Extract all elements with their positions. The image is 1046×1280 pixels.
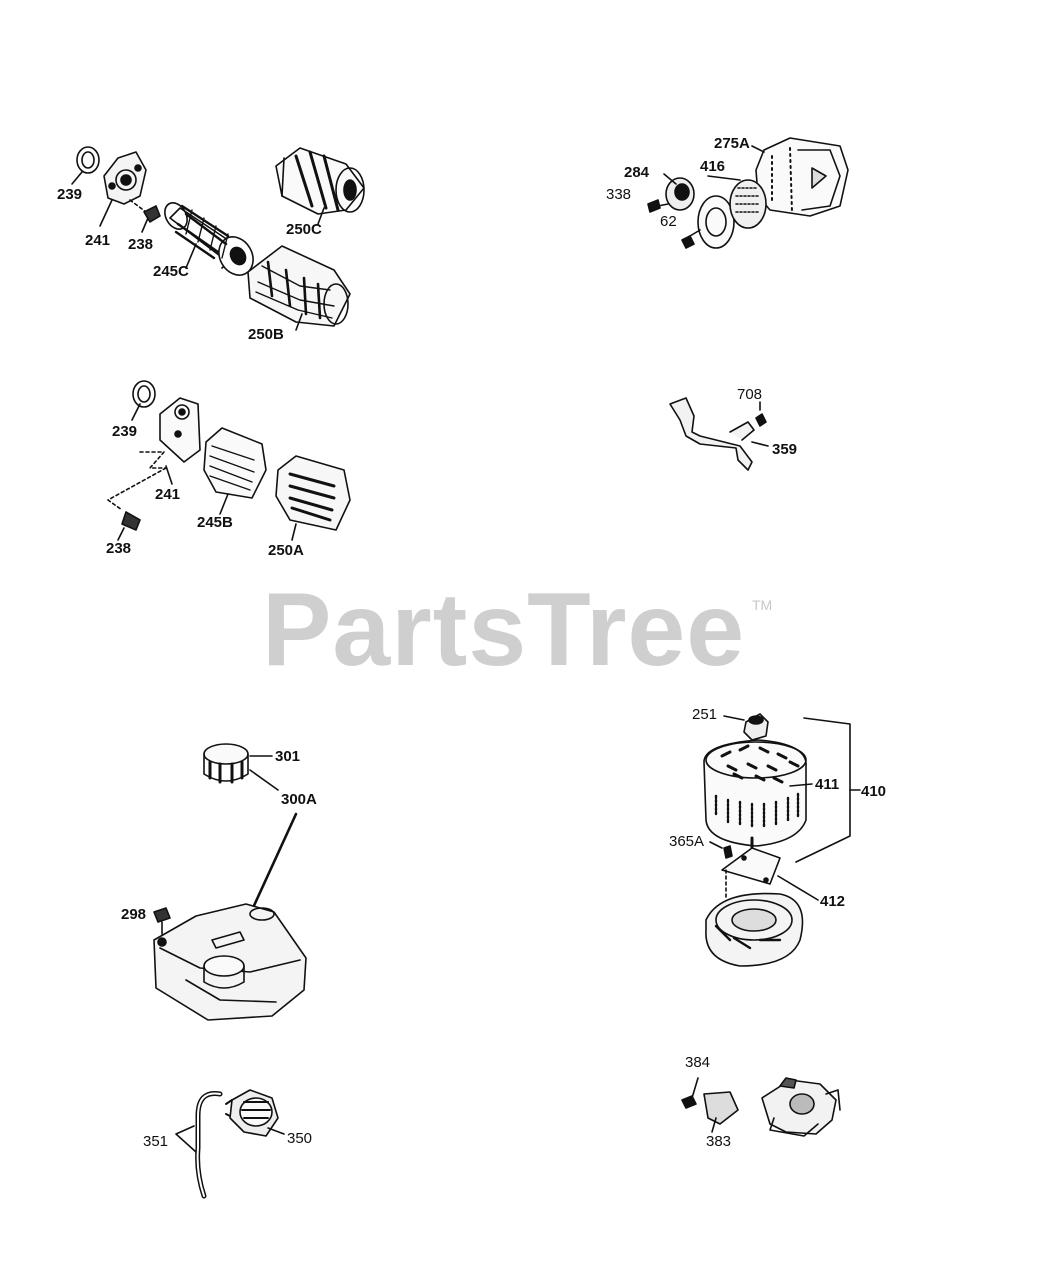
screen-416 xyxy=(697,179,767,249)
bracket-359 xyxy=(669,397,755,471)
callout-411: 411 xyxy=(815,776,840,793)
housing-250B xyxy=(247,245,351,327)
muffler-assembly-group xyxy=(647,137,849,249)
muffler-275A xyxy=(755,137,849,217)
filter-element-245B xyxy=(203,427,267,499)
callout-250B: 250B xyxy=(248,326,284,343)
fuel-pump-assembly-group xyxy=(175,1089,285,1199)
callout-241: 241 xyxy=(85,232,111,249)
carburetor-assembly-group xyxy=(681,1077,841,1137)
housing-241 xyxy=(103,151,147,205)
callout-412: 412 xyxy=(820,893,846,910)
callout-300A: 300A xyxy=(281,791,317,808)
deflector-284 xyxy=(665,177,695,211)
callout-238: 238 xyxy=(128,236,154,253)
callout-251: 251 xyxy=(692,706,718,723)
callout-384: 384 xyxy=(685,1054,711,1071)
screw-338 xyxy=(647,199,669,213)
screw-298 xyxy=(153,907,171,935)
callout-351: 351 xyxy=(143,1133,169,1150)
callout-338: 338 xyxy=(606,186,632,203)
washer-239 xyxy=(76,146,100,174)
callout-245B: 245B xyxy=(197,514,233,531)
callout-245C: 245C xyxy=(153,263,189,280)
callout-708: 708 xyxy=(737,386,763,403)
callout-239: 239 xyxy=(57,186,83,203)
callout-241b: 241 xyxy=(155,486,181,503)
screw-238 xyxy=(129,199,161,233)
screw-238b xyxy=(117,511,141,541)
fuel-line-351 xyxy=(195,1090,223,1199)
fuel-cap-301 xyxy=(203,743,249,784)
housing-241b xyxy=(159,397,201,463)
screw-384 xyxy=(681,1077,699,1109)
callout-250A: 250A xyxy=(268,542,304,559)
callout-416: 416 xyxy=(700,158,726,175)
filter-element-245C xyxy=(164,202,254,276)
cover-250C xyxy=(275,147,365,215)
callout-238b: 238 xyxy=(106,540,132,557)
screw-62 xyxy=(681,229,701,249)
blower-housing xyxy=(705,892,804,967)
callout-350: 350 xyxy=(287,1130,313,1147)
air-cleaner-assembly-group xyxy=(703,713,861,967)
carburetor xyxy=(761,1077,841,1137)
fuel-tank-assembly-group xyxy=(153,743,307,1021)
base-plate-412 xyxy=(721,847,781,885)
watermark-text: PartsTree xyxy=(262,572,746,688)
callout-365A: 365A xyxy=(669,833,705,850)
nut-251 xyxy=(743,713,769,741)
callout-301: 301 xyxy=(275,748,301,765)
fuel-tank-300A xyxy=(153,903,307,1021)
bracket-383 xyxy=(703,1091,739,1125)
callout-250C: 250C xyxy=(286,221,322,238)
cover-411 xyxy=(703,739,807,847)
callout-275A: 275A xyxy=(714,135,750,152)
callout-410: 410 xyxy=(861,783,887,800)
fuel-pump-350 xyxy=(225,1089,279,1137)
callout-284: 284 xyxy=(624,164,650,181)
callout-298: 298 xyxy=(121,906,147,923)
oil-filter-assembly-group xyxy=(71,146,365,331)
bracket-assembly-group xyxy=(669,397,769,471)
second-filter-assembly-group xyxy=(107,380,351,541)
callout-359: 359 xyxy=(772,441,798,458)
cover-250A xyxy=(275,455,351,531)
callout-239b: 239 xyxy=(112,423,138,440)
callout-62: 62 xyxy=(660,213,677,230)
callout-383: 383 xyxy=(706,1133,732,1150)
screw-708 xyxy=(755,401,767,427)
washer-239b xyxy=(132,380,156,408)
trademark-symbol: TM xyxy=(752,597,773,613)
